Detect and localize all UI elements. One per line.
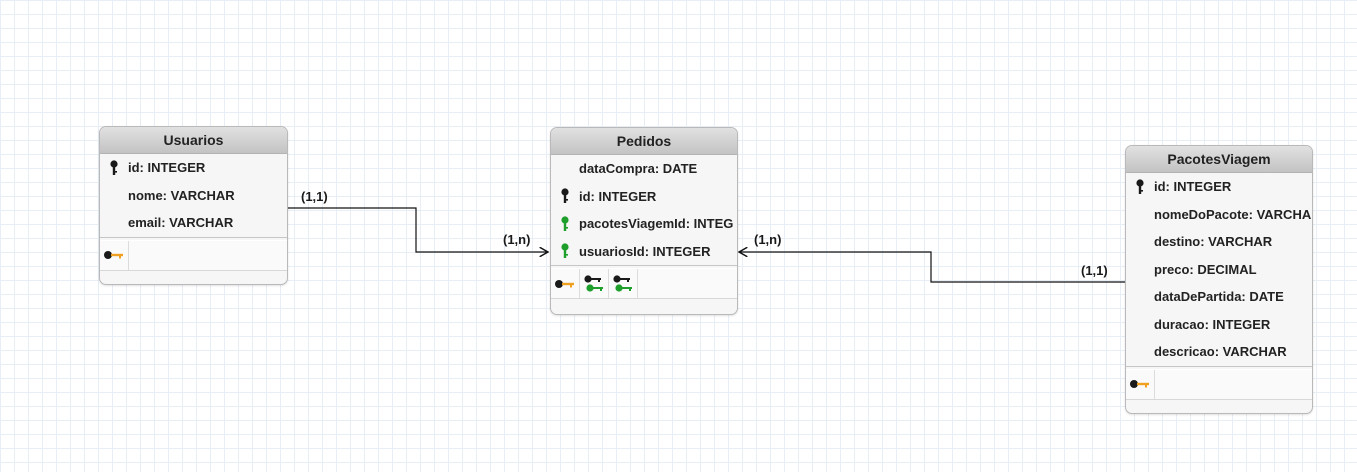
index-key-icon	[1130, 380, 1149, 388]
field-label: descricao: VARCHAR	[1154, 344, 1287, 360]
field-row[interactable]: duracao: INTEGER	[1126, 311, 1312, 339]
field-label: id: INTEGER	[128, 160, 206, 176]
primary-key-icon	[561, 188, 569, 204]
field-row[interactable]: id: INTEGER	[100, 154, 287, 182]
field-row[interactable]: dataDePartida: DATE	[1126, 283, 1312, 311]
field-row[interactable]: dataCompra: DATE	[551, 155, 737, 183]
usuarios-pedidos-line[interactable]	[287, 207, 548, 252]
field-row[interactable]: descricao: VARCHAR	[1126, 338, 1312, 366]
entity-title: Usuarios	[100, 127, 287, 154]
field-label: dataCompra: DATE	[579, 161, 698, 177]
field-label: nomeDoPacote: VARCHA	[1154, 206, 1312, 222]
field-label: usuariosId: INTEGER	[579, 243, 711, 259]
field-label: id: INTEGER	[1154, 179, 1232, 195]
cardinality-usuarios-side: (1,1)	[301, 189, 328, 204]
entity-usuarios[interactable]: Usuarios id: INTEGER nome: VARCHAR email…	[99, 126, 288, 285]
index-row	[551, 269, 737, 299]
field-label: preco: DECIMAL	[1154, 261, 1257, 277]
cardinality-pacotes-side: (1,1)	[1081, 263, 1108, 278]
primary-key-icon	[110, 160, 118, 175]
field-row[interactable]: nome: VARCHAR	[100, 182, 287, 210]
field-row[interactable]: destino: VARCHAR	[1126, 228, 1312, 256]
index-row	[100, 240, 287, 271]
index-key-icon	[555, 279, 574, 288]
foreign-key-pair-icon	[584, 274, 603, 292]
field-row[interactable]: id: INTEGER	[551, 183, 737, 211]
cardinality-pedidos-left: (1,n)	[503, 232, 531, 247]
foreign-key-pair-icon	[613, 274, 632, 292]
entity-pacotesviagem[interactable]: PacotesViagem id: INTEGER nomeDoPacote: …	[1125, 145, 1313, 414]
field-label: dataDePartida: DATE	[1154, 289, 1284, 305]
field-row[interactable]: usuariosId: INTEGER	[551, 238, 737, 266]
pacotes-pedidos-line[interactable]	[739, 252, 1125, 283]
field-label: duracao: INTEGER	[1154, 316, 1271, 332]
field-row[interactable]: pacotesViagemId: INTEG	[551, 210, 737, 238]
entity-pedidos[interactable]: Pedidos dataCompra: DATE id: INTEGER pac…	[550, 127, 738, 315]
index-row	[1126, 369, 1312, 400]
cardinality-pedidos-right: (1,n)	[754, 232, 782, 247]
field-label: email: VARCHAR	[128, 215, 234, 231]
field-label: destino: VARCHAR	[1154, 234, 1273, 250]
field-row[interactable]: nomeDoPacote: VARCHA	[1126, 201, 1312, 229]
foreign-key-icon	[561, 216, 569, 231]
index-key-icon	[104, 251, 123, 259]
field-row[interactable]: id: INTEGER	[1126, 173, 1312, 201]
entity-title: Pedidos	[551, 128, 737, 155]
entity-title: PacotesViagem	[1126, 146, 1312, 173]
field-label: pacotesViagemId: INTEG	[579, 216, 734, 232]
primary-key-icon	[1136, 179, 1144, 194]
field-label: nome: VARCHAR	[128, 187, 235, 203]
foreign-key-icon	[561, 243, 569, 259]
field-row[interactable]: email: VARCHAR	[100, 209, 287, 237]
field-row[interactable]: preco: DECIMAL	[1126, 256, 1312, 284]
field-label: id: INTEGER	[579, 188, 657, 204]
